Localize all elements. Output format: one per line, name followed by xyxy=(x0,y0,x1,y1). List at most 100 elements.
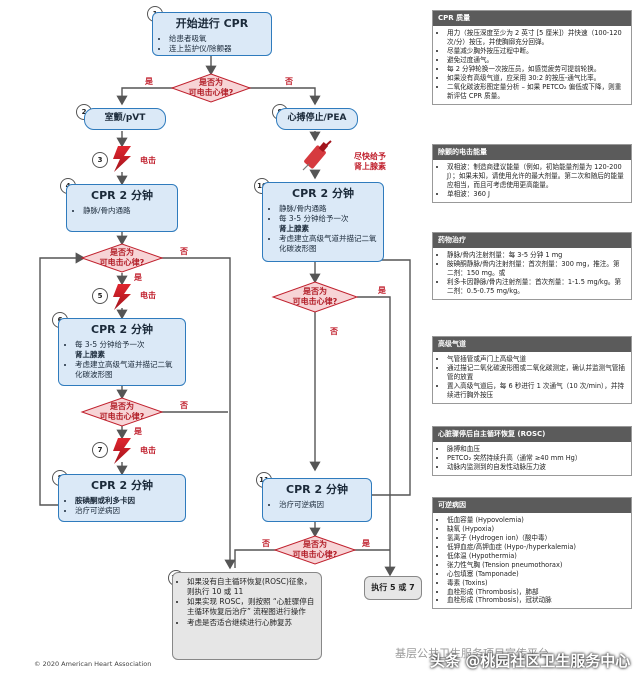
side-item: 低体温 (Hypothermia) xyxy=(447,552,626,561)
box-item: 静脉/骨内通路 xyxy=(83,206,171,216)
side-panel-rosc: 心脏骤停后自主循环恢复 (ROSC) 脉搏和血压 PETCO₂ 突然持续升高（通… xyxy=(432,426,632,477)
side-section-title: 可逆病因 xyxy=(433,498,631,514)
box-item: 给患者吸氧 xyxy=(169,34,265,44)
box-title: CPR 2 分钟 xyxy=(292,187,354,200)
decision-diamond-5 xyxy=(273,535,357,565)
side-item: 张力性气胸 (Tension pneumothorax) xyxy=(447,561,626,570)
start-cpr-box: 开始进行 CPR 给患者吸氧 连上监护仪/除颤器 xyxy=(152,12,272,56)
side-section-title: 心脏骤停后自主循环恢复 (ROSC) xyxy=(433,427,631,443)
side-item: 避免过度通气。 xyxy=(447,56,626,65)
side-item: 置入高级气道后，每 6 秒进行 1 次通气（10 次/min），并持续进行胸外按… xyxy=(447,382,626,400)
box-item: 治疗可逆病因 xyxy=(279,500,365,510)
side-item: 心包填塞 (Tamponade) xyxy=(447,570,626,579)
side-item: 每 2 分钟轮换一次按压员，如感觉疲劳可提前轮换。 xyxy=(447,65,626,74)
side-panel-shock-energy: 除颤的电击能量 双相波：制造商建议能量（例如，初始能量剂量为 120-200 J… xyxy=(432,144,632,203)
epinephrine-asap-label: 尽快给予 肾上腺素 xyxy=(354,152,386,171)
side-panel-cpr-quality: CPR 质量 用力（按压深度至少为 2 英寸 [5 厘米]）并快速（100-12… xyxy=(432,10,632,105)
box-title: 开始进行 CPR xyxy=(175,17,249,30)
decision-2-yes: 是 xyxy=(134,273,142,282)
side-item: 胺碘酮静脉/骨内注射剂量：首次剂量：300 mg，推注。第二剂：150 mg。或 xyxy=(447,260,626,278)
side-item: 如果没有高级气道，应采用 30:2 的按压-通气比率。 xyxy=(447,74,626,83)
cpr-box-11: CPR 2 分钟 治疗可逆病因 xyxy=(262,478,372,522)
syringe-icon xyxy=(302,140,332,171)
step-number-5: 5 xyxy=(92,288,108,304)
decision-3-yes: 是 xyxy=(134,427,142,436)
decision-4-no: 否 xyxy=(330,327,338,336)
decision-text-3: 是否为 可电击心律? xyxy=(99,402,145,421)
cpr-box-8: CPR 2 分钟 胺碘酮或利多卡因 治疗可逆病因 xyxy=(58,474,186,522)
step-number-3: 3 xyxy=(92,152,108,168)
box-item: 考虑建立高级气道并描记二氧化碳波形图 xyxy=(75,360,179,380)
box-item: 治疗可逆病因 xyxy=(75,506,179,516)
box-item: 连上监护仪/除颤器 xyxy=(169,44,265,54)
side-item: 缺氧 (Hypoxia) xyxy=(447,525,626,534)
side-item: 二氧化碳波形图定量分析 – 如果 PETCO₂ 偏低或下降，则重新评估 CPR … xyxy=(447,83,626,101)
side-item: 用力（按压深度至少为 2 英寸 [5 厘米]）并快速（100-120 次/分）按… xyxy=(447,29,626,47)
side-section-title: 除颤的电击能量 xyxy=(433,145,631,161)
decision-3-no: 否 xyxy=(180,401,188,410)
vf-pvt-pill: 室颤/pVT xyxy=(84,108,166,130)
box-title: CPR 2 分钟 xyxy=(91,323,153,336)
side-item: 低钾血症/高钾血症 (Hypo-/hyperkalemia) xyxy=(447,543,626,552)
side-panel-reversible-causes: 可逆病因 低血容量 (Hypovolemia) 缺氧 (Hypoxia) 氢离子… xyxy=(432,497,632,610)
box-item: 静脉/骨内通路 xyxy=(279,204,377,214)
box-item: 如果实现 ROSC，则按照 “心脏骤停自主循环恢复后治疗” 流程图进行操作 xyxy=(187,597,317,617)
asystole-pea-pill: 心搏停止/PEA xyxy=(276,108,358,130)
side-item: 毒素 (Toxins) xyxy=(447,579,626,588)
rosc-decision-box-12: 如果没有自主循环恢复(ROSC)征象，则执行 10 或 11 如果实现 ROSC… xyxy=(172,572,322,660)
decision-4-yes: 是 xyxy=(378,286,386,295)
execute-5-or-7-box: 执行 5 或 7 xyxy=(364,576,422,600)
copyright-footer: © 2020 American Heart Association xyxy=(34,660,152,668)
side-item: 脉搏和血压 xyxy=(447,445,626,454)
watermark-text: 头条 @桃园社区卫生服务中心 xyxy=(430,652,631,670)
side-item: 尽量减少胸外按压过程中断。 xyxy=(447,47,626,56)
box-title: CPR 2 分钟 xyxy=(91,479,153,492)
box-item: 考虑是否适合继续进行心肺复苏 xyxy=(187,618,317,628)
shock-bolt-icon-7 xyxy=(113,438,131,464)
box-item: 如果没有自主循环恢复(ROSC)征象，则执行 10 或 11 xyxy=(187,577,317,597)
decision-text-4: 是否为 可电击心律? xyxy=(292,287,338,306)
shock-bolt-icon-3 xyxy=(113,146,131,172)
decision-text-5: 是否为 可电击心律? xyxy=(292,540,338,559)
side-item: 静脉/骨内注射剂量：每 3-5 分钟 1 mg xyxy=(447,251,626,260)
shock-label-7: 电击 xyxy=(140,446,156,455)
side-section-title: 高级气道 xyxy=(433,337,631,353)
decision-diamond-1 xyxy=(170,73,252,103)
shock-label-3: 电击 xyxy=(140,156,156,165)
side-item: PETCO₂ 突然持续升高（通常 ≥40 mm Hg） xyxy=(447,454,626,463)
side-item: 单相波：360 J xyxy=(447,190,626,199)
step-number-7: 7 xyxy=(92,442,108,458)
decision-diamond-3 xyxy=(80,397,164,427)
side-item: 血栓形成 (Thrombosis)，冠状动脉 xyxy=(447,596,626,605)
side-item: 通过描记二氧化碳波形图或二氧化碳测定，确认并监测气管插管的放置 xyxy=(447,364,626,382)
decision-2-no: 否 xyxy=(180,247,188,256)
decision-diamond-4 xyxy=(271,281,359,313)
decision-text-2: 是否为 可电击心律? xyxy=(99,248,145,267)
shock-bolt-icon-5 xyxy=(113,284,131,310)
decision-5-no: 否 xyxy=(262,539,270,548)
side-panel-advanced-airway: 高级气道 气管插管或声门上高级气道 通过描记二氧化碳波形图或二氧化碳测定，确认并… xyxy=(432,336,632,404)
side-item: 低血容量 (Hypovolemia) xyxy=(447,516,626,525)
shock-label-5: 电击 xyxy=(140,291,156,300)
box-title: CPR 2 分钟 xyxy=(91,189,153,202)
watermark-background-text: 基层公共卫生服务项目宣传平台 xyxy=(395,647,549,660)
side-section-title: 药物治疗 xyxy=(433,233,631,249)
side-item: 血栓形成 (Thrombosis)，肺部 xyxy=(447,588,626,597)
side-section-title: CPR 质量 xyxy=(433,11,631,27)
decision-1-yes: 是 xyxy=(145,77,153,86)
decision-text-1: 是否为 可电击心律? xyxy=(188,78,234,97)
side-item: 氢离子 (Hydrogen ion)（酸中毒） xyxy=(447,534,626,543)
side-item: 双相波：制造商建议能量（例如，初始能量剂量为 120-200 J）；如果未知，请… xyxy=(447,163,626,190)
decision-5-yes: 是 xyxy=(362,539,370,548)
side-panel-drug-therapy: 药物治疗 静脉/骨内注射剂量：每 3-5 分钟 1 mg 胺碘酮静脉/骨内注射剂… xyxy=(432,232,632,300)
box-title: CPR 2 分钟 xyxy=(286,483,348,496)
decision-diamond-2 xyxy=(80,243,164,273)
box-item: 考虑建立高级气道并描记二氧化碳波形图 xyxy=(279,234,377,254)
side-item: 动脉内监测到的自发性动脉压力波 xyxy=(447,463,626,472)
side-item: 气管插管或声门上高级气道 xyxy=(447,355,626,364)
cpr-box-4: CPR 2 分钟 静脉/骨内通路 xyxy=(66,184,178,232)
